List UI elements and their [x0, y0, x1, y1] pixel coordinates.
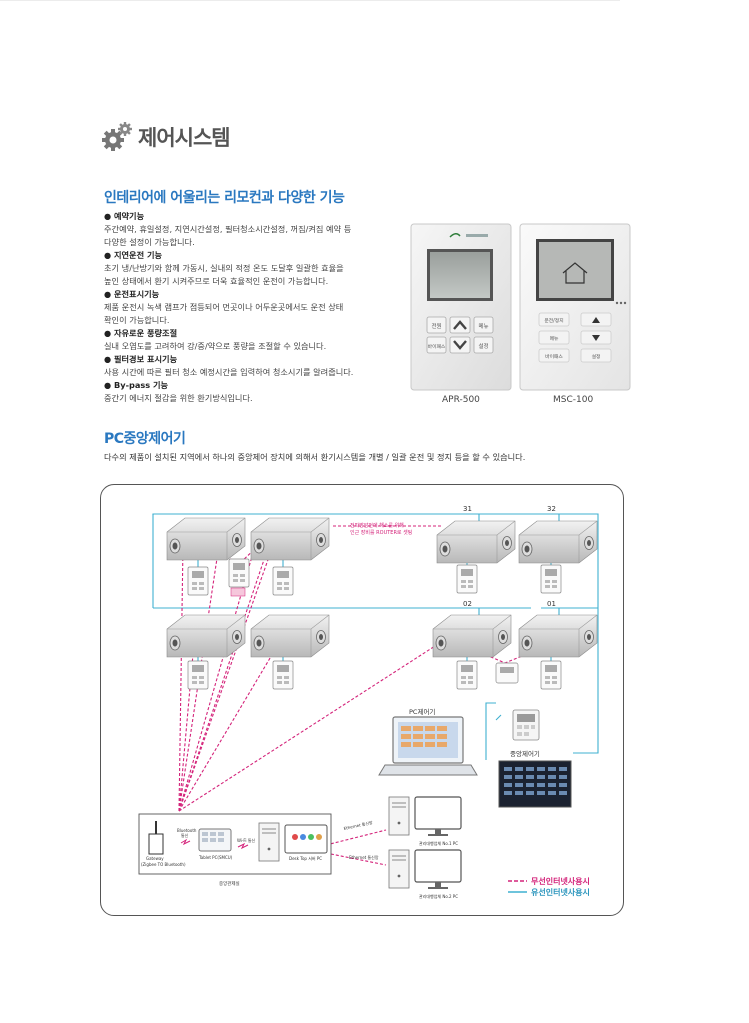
- feature-title: ● 필터경보 표시기능: [104, 354, 178, 364]
- gear-icon: [100, 120, 134, 154]
- apr-bypass-label: 바이패스: [428, 343, 446, 350]
- gateway-label: (Zigbee TO Bluetooth): [141, 862, 186, 867]
- remote-heading: 인테리어에 어울리는 리모컨과 다양한 기능: [104, 190, 345, 206]
- msc-menu-label: 메뉴: [550, 335, 559, 342]
- apr-500-remote-image: 전원 메뉴 바이패스 설정: [410, 223, 512, 395]
- wired-legend-text: 유선인터넷사용시: [531, 887, 590, 897]
- central-controller-label: 중앙제어기: [510, 749, 540, 758]
- router-note: 인근 장비를 ROUTER로 셋팅: [350, 529, 412, 536]
- apr-500-label: APR-500: [442, 395, 480, 405]
- desktop-label: Desk Top 서버 PC: [289, 855, 322, 861]
- unit-number: 31: [463, 505, 472, 513]
- feature-desc: 다양한 설정이 가능합니다.: [104, 237, 195, 247]
- bluetooth-label: Bluetooth: [177, 828, 197, 833]
- tablet-image: [198, 828, 232, 852]
- feature-desc: 주간예약, 휴일설정, 지연시간설정, 필터청소시간설정, 꺼짐/켜짐 예약 등: [104, 224, 352, 234]
- bluetooth-label: 통신: [181, 832, 189, 838]
- control-room-label: 중앙관제실: [219, 880, 240, 887]
- lightning-icon: [180, 838, 191, 846]
- feature-title: ● By-pass 기능: [104, 380, 169, 390]
- laptop-image: [378, 716, 478, 776]
- wifi-label: Wi-Fi 통신: [237, 837, 255, 843]
- feature-desc: 실내 오염도를 고려하여 강/중/약으로 풍량을 조절할 수 있습니다.: [104, 341, 327, 351]
- pc-description: 다수의 제품이 설치된 지역에서 하나의 중앙제어 장치에 의해서 환기시스템을…: [104, 452, 526, 462]
- msc-100-remote-image: 운전/정지 메뉴 바이패스 설정: [519, 223, 631, 395]
- pc-heading: PC중앙제어기: [104, 431, 186, 447]
- lightning-icon: [237, 842, 249, 850]
- msc-power-label: 운전/정지: [544, 317, 563, 324]
- feature-desc: 사용 시간에 따른 필터 청소 예정시간을 입력하여 청소시기를 알려줍니다.: [104, 367, 354, 377]
- apr-set-label: 설정: [478, 342, 488, 350]
- gateway-image: [148, 821, 164, 855]
- system-diagram: 31 32 02 01 전파방암전에 해소를 위해 인근 장비를 ROUTER로…: [100, 484, 624, 916]
- feature-desc: 제품 운전시 녹색 램프가 점등되어 먼곳이나 어두운곳에서도 운전 상태: [104, 302, 344, 312]
- msc-100-label: MSC-100: [553, 395, 594, 405]
- server-monitor-image: [284, 824, 328, 854]
- wireless-legend-text: 무선인터넷사용시: [531, 876, 590, 886]
- central-panel-image: [498, 760, 572, 808]
- client-pc-label: 관리대행업체 No.2 PC: [419, 893, 458, 899]
- central-controller-image: [512, 709, 540, 741]
- ethernet-label: Ethernet 통신망: [349, 854, 379, 860]
- unit-number: 01: [547, 600, 556, 608]
- apr-power-label: 전원: [431, 322, 441, 330]
- msc-set-label: 설정: [592, 353, 601, 360]
- feature-title: ● 운전표시기능: [104, 289, 160, 299]
- feature-title: ● 자유로운 풍량조절: [104, 328, 178, 338]
- feature-list: ● 예약기능 주간예약, 휴일설정, 지연시간설정, 필터청소시간설정, 꺼짐/…: [104, 210, 394, 405]
- feature-desc: 높인 상태에서 환기 시켜주므로 더욱 효율적인 운전이 가능합니다.: [104, 276, 329, 286]
- section-header: 제어시스템: [100, 120, 231, 154]
- top-divider: [0, 0, 620, 1]
- gateway-label: Gateway: [146, 856, 164, 861]
- pc-controller-label: PC제어기: [409, 707, 435, 716]
- unit-number: 32: [547, 505, 556, 513]
- tablet-label: Tablet PC(SMCU): [198, 855, 233, 860]
- feature-desc: 초기 냉/난방기와 함께 가동시, 실내의 적정 온도 도달후 일괄한 효율을: [104, 263, 344, 273]
- router-note: 전파방암전에 해소를 위해: [350, 522, 404, 529]
- apr-menu-label: 메뉴: [478, 322, 488, 330]
- msc-bypass-label: 바이패스: [545, 353, 563, 360]
- ethernet-label: Ethernet 통신망: [343, 819, 373, 831]
- feature-title: ● 예약기능: [104, 211, 145, 221]
- feature-title: ● 지연운전 기능: [104, 250, 163, 260]
- unit-number: 02: [463, 600, 472, 608]
- client-pc-label: 관리대행업체 No.1 PC: [419, 840, 458, 846]
- feature-desc: 중간기 에너지 절감을 위한 환기방식입니다.: [104, 393, 253, 403]
- feature-desc: 확인이 가능합니다.: [104, 315, 170, 325]
- system-diagram-svg: 31 32 02 01 전파방암전에 해소를 위해 인근 장비를 ROUTER로…: [138, 505, 599, 899]
- section-title: 제어시스템: [138, 126, 231, 150]
